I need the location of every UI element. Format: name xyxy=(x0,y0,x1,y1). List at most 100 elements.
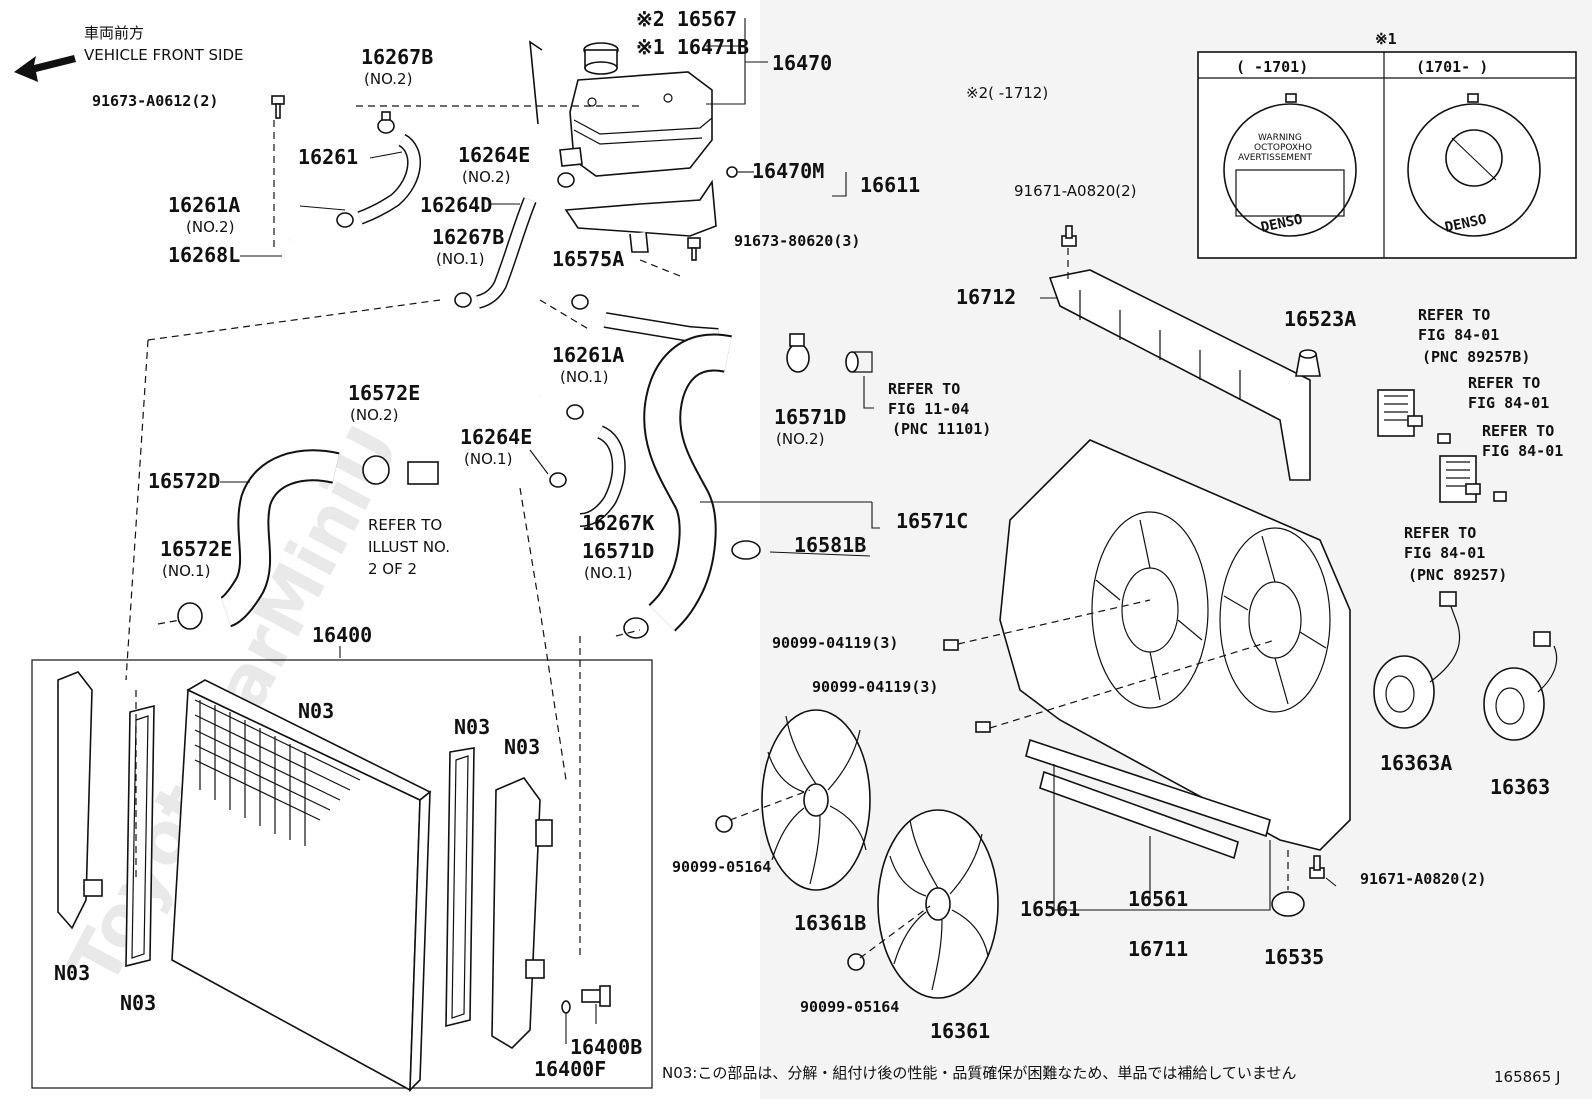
label-no2-a: (NO.2) xyxy=(364,70,412,88)
guide-lines xyxy=(125,105,1289,960)
label-16561-b: 16561 xyxy=(1128,887,1188,911)
clamp-16261A-no2 xyxy=(336,212,354,228)
label-16264D: 16264D xyxy=(420,193,492,217)
refer-8401-a1: REFER TO xyxy=(1418,306,1490,324)
clamp-16572E-no2 xyxy=(362,455,390,485)
label-no1-c: (NO.1) xyxy=(464,450,512,468)
clamp-16581B xyxy=(731,540,761,560)
footer-code: 165865 J xyxy=(1494,1068,1560,1086)
clamp-16264E-no2 xyxy=(557,172,575,188)
label-n03-tank-r: N03 xyxy=(504,735,540,759)
refer-8401-a3: (PNC 89257B) xyxy=(1422,348,1530,366)
motor-16363 xyxy=(1483,631,1558,741)
fan-16361B xyxy=(761,709,871,891)
label-16611: 16611 xyxy=(860,173,920,197)
label-16470M: 16470M xyxy=(752,159,824,183)
radiator-assembly-frame xyxy=(31,659,653,1089)
inset-title: ※1 xyxy=(1375,30,1397,48)
cap-warning-1: WARNING xyxy=(1258,133,1302,143)
label-16264E-no1: 16264E xyxy=(460,425,532,449)
clamp-16575A xyxy=(571,294,589,310)
label-16268L: 16268L xyxy=(168,243,240,267)
label-no1-e: (NO.1) xyxy=(584,564,632,582)
label-no2-b: (NO.2) xyxy=(462,168,510,186)
refer-8401-d1: REFER TO xyxy=(1404,524,1476,542)
cushion-16535 xyxy=(1271,891,1305,917)
clamp-16264E-no1 xyxy=(549,472,567,488)
reservoir-bracket xyxy=(564,166,738,253)
label-90099-04119-b: 90099-04119(3) xyxy=(812,678,938,696)
label-90099-04119-a: 90099-04119(3) xyxy=(772,634,898,652)
label-91673-a0612: 91673-A0612(2) xyxy=(92,92,218,110)
refer-8401-a2: FIG 84-01 xyxy=(1418,326,1499,344)
label-16400B: 16400B xyxy=(570,1035,642,1059)
reservoir-tank xyxy=(559,42,713,177)
cap-warning-2: OCTOPOXHO xyxy=(1254,143,1312,153)
screw-90099-04119-a xyxy=(943,639,959,651)
label-16572D: 16572D xyxy=(148,469,220,493)
refer-8401-d2: FIG 84-01 xyxy=(1404,544,1485,562)
seal-16561-b xyxy=(1039,770,1239,860)
right-gasket-inner xyxy=(451,755,469,1019)
footer-note: N03:この部品は、分解・組付け後の性能・品質確保が困難なため、単品では補給して… xyxy=(662,1064,1296,1082)
refer-1104-c: (PNC 11101) xyxy=(892,420,991,438)
label-16470: 16470 xyxy=(772,51,832,75)
radiator-right-tank xyxy=(491,777,553,1050)
cap-inset xyxy=(1197,51,1577,259)
refer-illust-b: ILLUST NO. xyxy=(368,538,450,556)
refer-8401-b2: FIG 84-01 xyxy=(1468,394,1549,412)
right-gasket xyxy=(445,747,475,1028)
label-n03-gasket-l: N03 xyxy=(120,991,156,1015)
label-n03-tank-l: N03 xyxy=(54,961,90,985)
label-no1-a: (NO.1) xyxy=(436,250,484,268)
front-label-en: VEHICLE FRONT SIDE xyxy=(84,46,244,64)
label-no2-c: (NO.2) xyxy=(186,218,234,236)
hose-stub xyxy=(407,461,439,485)
pipe-stub xyxy=(845,351,859,373)
label-16261A-no2: 16261A xyxy=(168,193,240,217)
radiator-core xyxy=(171,679,432,1093)
label-no1-b: (NO.1) xyxy=(560,368,608,386)
label-16571D-no2: 16571D xyxy=(774,405,846,429)
inset-col2: (1701- ) xyxy=(1416,58,1488,76)
screw-90099-04119-b xyxy=(975,721,991,733)
label-16561-a: 16561 xyxy=(1020,897,1080,921)
label-16581B: 16581B xyxy=(794,533,866,557)
label-16261A-no1: 16261A xyxy=(552,343,624,367)
seal-16561-a xyxy=(1025,738,1271,838)
bolt-91671-a0820-bottom xyxy=(1309,855,1325,879)
refer-1104-b: FIG 11-04 xyxy=(888,400,969,418)
label-16361B: 16361B xyxy=(794,911,866,935)
refer-8401-b1: REFER TO xyxy=(1468,374,1540,392)
label-16267B-no2: 16267B xyxy=(361,45,433,69)
clamp-16267B-no2 xyxy=(377,111,395,134)
overflow-hose xyxy=(529,40,543,125)
bolt-relay-a xyxy=(1437,433,1451,444)
bolt-91671-a0820-top xyxy=(1061,225,1077,247)
refer-8401-c1: REFER TO xyxy=(1482,422,1554,440)
label-16361: 16361 xyxy=(930,1019,990,1043)
clamp-16572E-no1 xyxy=(177,602,203,630)
relay-89257 xyxy=(1439,455,1481,503)
bolt-91673-80620 xyxy=(687,237,701,261)
label-16572E-no1: 16572E xyxy=(160,537,232,561)
label-16261: 16261 xyxy=(298,145,358,169)
label-16571D-no1: 16571D xyxy=(582,539,654,563)
label-90099-05164-b: 90099-05164 xyxy=(800,998,899,1016)
label-16572E-no2: 16572E xyxy=(348,381,420,405)
label-16363: 16363 xyxy=(1490,775,1550,799)
label-16264E-no2: 16264E xyxy=(458,143,530,167)
refer-illust-c: 2 OF 2 xyxy=(368,560,417,578)
label-90099-05164-a: 90099-05164 xyxy=(672,858,771,876)
bolt-91673-a0612 xyxy=(271,95,285,119)
clamp-16261A-no1 xyxy=(566,404,584,420)
label-16400: 16400 xyxy=(312,623,372,647)
note-2: ※2( -1712) xyxy=(966,84,1048,102)
label-16571C: 16571C xyxy=(896,509,968,533)
label-n03-core: N03 xyxy=(298,699,334,723)
clamp-16571D-no1 xyxy=(623,617,649,639)
label-16267K: 16267K xyxy=(582,511,654,535)
upper-support-16712 xyxy=(1048,269,1311,481)
